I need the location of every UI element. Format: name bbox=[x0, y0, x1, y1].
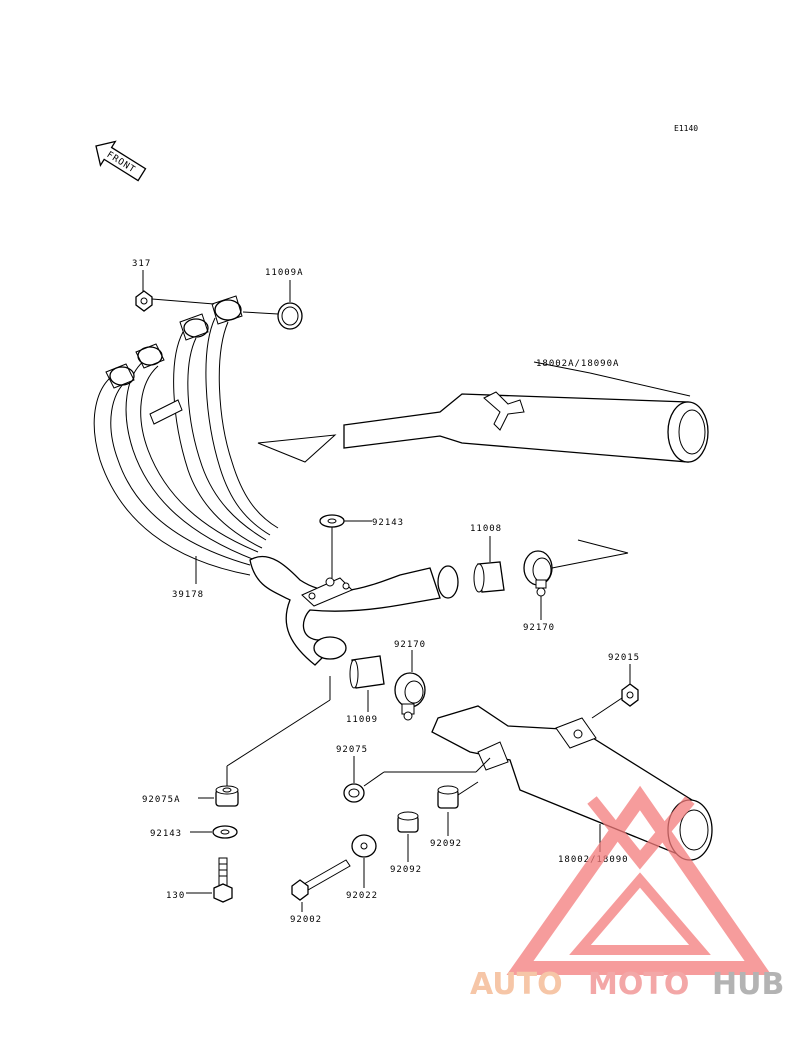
watermark-text-moto: MOTO bbox=[588, 967, 689, 1002]
part-92002-bolt bbox=[291, 859, 351, 901]
label-92002: 92002 bbox=[290, 915, 322, 925]
upper-muffler bbox=[257, 391, 709, 463]
part-92015-nut bbox=[621, 683, 639, 707]
watermark-text-auto: AUTO bbox=[470, 967, 563, 1002]
diagram-code: E1140 bbox=[674, 124, 698, 133]
part-92143-bottom-collar bbox=[212, 825, 238, 839]
part-92092-damper-b bbox=[437, 785, 459, 809]
label-317: 317 bbox=[132, 259, 151, 269]
label-92170-right: 92170 bbox=[523, 623, 555, 633]
label-11009: 11009 bbox=[346, 715, 378, 725]
label-11008: 11008 bbox=[470, 524, 502, 534]
label-18002a: 18002A/18090A bbox=[536, 359, 619, 369]
label-92143-bottom: 92143 bbox=[150, 829, 182, 839]
part-92092-damper-a bbox=[397, 811, 419, 833]
part-11009a-gasket bbox=[277, 302, 303, 330]
part-130-bolt bbox=[213, 857, 233, 903]
label-92075a: 92075A bbox=[142, 795, 181, 805]
part-317-nut bbox=[135, 290, 153, 312]
part-92143-top-collar bbox=[319, 514, 345, 528]
label-92170-mid: 92170 bbox=[394, 640, 426, 650]
part-11009-gasket bbox=[349, 655, 385, 689]
label-11009a: 11009A bbox=[265, 268, 304, 278]
label-92015: 92015 bbox=[608, 653, 640, 663]
label-92092-b: 92092 bbox=[430, 839, 462, 849]
part-92170-right-clamp bbox=[523, 550, 553, 597]
exhaust-header-pipes bbox=[93, 295, 459, 666]
watermark-text-hub: HUB bbox=[712, 967, 784, 1002]
label-92075: 92075 bbox=[336, 745, 368, 755]
label-92092-a: 92092 bbox=[390, 865, 422, 875]
label-92143-top: 92143 bbox=[372, 518, 404, 528]
part-92075a-grommet bbox=[215, 785, 239, 807]
watermark-logo-icon bbox=[506, 785, 772, 975]
part-11008-gasket bbox=[473, 561, 505, 593]
label-92022: 92022 bbox=[346, 891, 378, 901]
automotohub-watermark: AUTO MOTO HUB bbox=[470, 785, 784, 1002]
leader-lines bbox=[142, 270, 691, 912]
part-92170-mid-clamp bbox=[394, 672, 426, 721]
part-92075-grommet bbox=[343, 783, 365, 803]
label-130: 130 bbox=[166, 891, 185, 901]
label-39178: 39178 bbox=[172, 590, 204, 600]
front-arrow-icon: FRONT bbox=[95, 140, 147, 182]
part-92022-washer bbox=[351, 834, 377, 858]
